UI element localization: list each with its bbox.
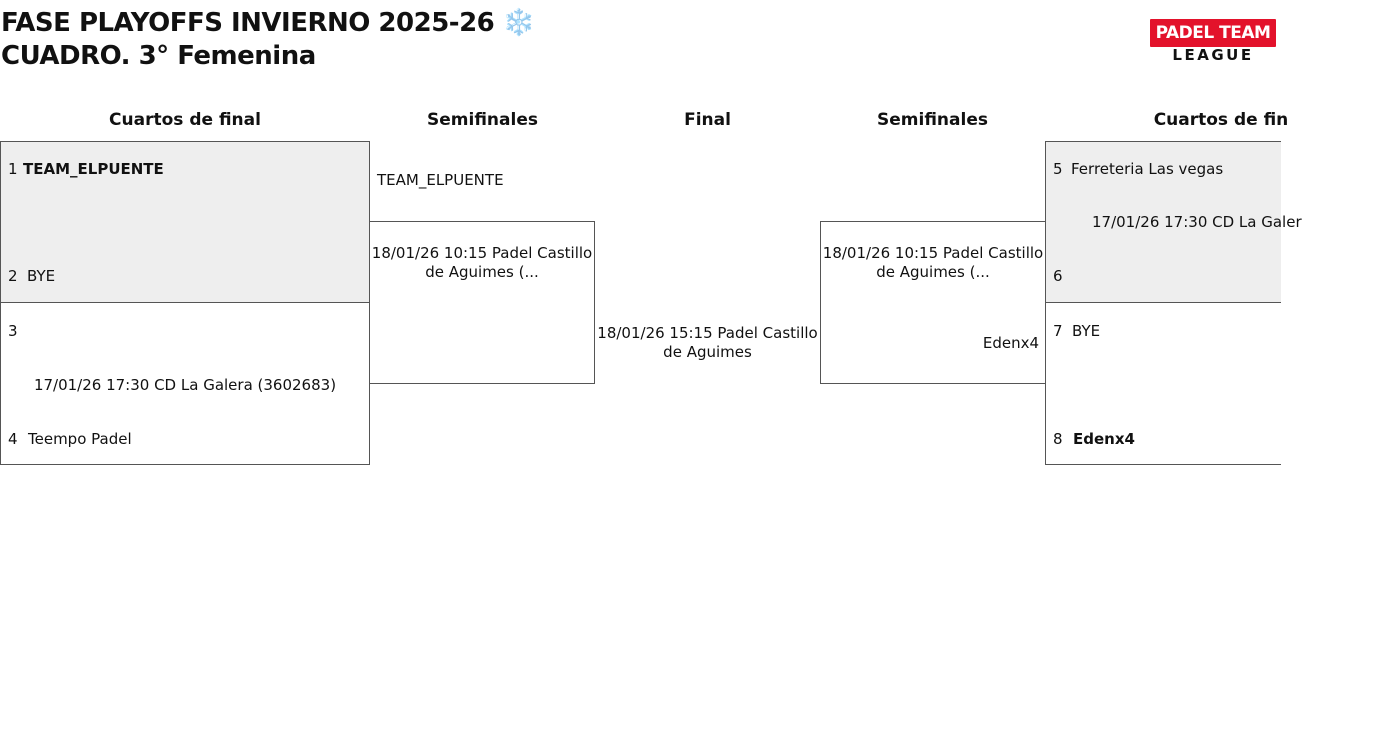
match-info: 17/01/26 17:30 CD La Galera (3602683): [33, 376, 337, 394]
match-info-line: 18/01/26 15:15 Padel Castillo: [597, 324, 818, 342]
seed-number: 1: [8, 160, 18, 178]
seed-number: 5: [1053, 160, 1063, 178]
col-header-right-quarters: Cuartos de fin: [1153, 110, 1289, 130]
match-info-line: 18/01/26 10:15 Padel Castillo: [822, 244, 1044, 262]
right-quarter-match-2[interactable]: 7 BYE 8 Edenx4: [1045, 302, 1281, 465]
left-semi-team-top[interactable]: TEAM_ELPUENTE: [377, 171, 504, 189]
col-header-right-semis: Semifinales: [877, 110, 988, 130]
page-title: FASE PLAYOFFS INVIERNO 2025-26 ❄️: [1, 8, 535, 38]
col-header-left-semis: Semifinales: [427, 110, 538, 130]
left-quarter-match-1[interactable]: 1 TEAM_ELPUENTE 2 BYE: [0, 141, 370, 303]
team-name[interactable]: Teempo Padel: [28, 430, 132, 448]
match-info: 17/01/26 17:30 CD La Galer: [1092, 213, 1302, 231]
logo-bottom-text: LEAGUE: [1172, 46, 1254, 64]
logo-top-text: PADEL TEAM: [1150, 19, 1276, 47]
seed-number: 6: [1053, 267, 1063, 285]
team-name[interactable]: Edenx4: [1073, 430, 1135, 448]
right-semi-team-bottom[interactable]: Edenx4: [982, 334, 1039, 352]
padel-team-league-logo: PADEL TEAM LEAGUE: [1150, 19, 1276, 63]
match-info-line: de Aguimes: [663, 343, 752, 361]
seed-number: 2: [8, 267, 18, 285]
seed-number: 3: [8, 322, 18, 340]
team-name[interactable]: BYE: [27, 267, 56, 285]
match-info: 18/01/26 10:15 Padel Castillo de Aguimes…: [821, 244, 1045, 282]
team-name[interactable]: TEAM_ELPUENTE: [23, 160, 164, 178]
match-info-line: 18/01/26 10:15 Padel Castillo: [371, 244, 593, 262]
left-semi-match[interactable]: 18/01/26 10:15 Padel Castillo de Aguimes…: [369, 221, 595, 384]
seed-number: 4: [8, 430, 18, 448]
right-semi-match[interactable]: 18/01/26 10:15 Padel Castillo de Aguimes…: [820, 221, 1046, 384]
match-info: 18/01/26 10:15 Padel Castillo de Aguimes…: [370, 244, 594, 282]
match-info-line: de Aguimes (...: [425, 263, 539, 281]
col-header-left-quarters: Cuartos de final: [109, 110, 261, 130]
final-match-info: 18/01/26 15:15 Padel Castillo de Aguimes: [595, 324, 820, 362]
seed-number: 8: [1053, 430, 1063, 448]
team-name[interactable]: BYE: [1072, 322, 1101, 340]
match-info-line: de Aguimes (...: [876, 263, 990, 281]
seed-number: 7: [1053, 322, 1063, 340]
col-header-final: Final: [684, 110, 731, 130]
right-quarter-match-1[interactable]: 5 Ferreteria Las vegas 17/01/26 17:30 CD…: [1045, 141, 1302, 303]
page-subtitle: CUADRO. 3° Femenina: [1, 41, 316, 71]
team-name[interactable]: Ferreteria Las vegas: [1071, 160, 1224, 178]
left-quarter-match-2[interactable]: 3 17/01/26 17:30 CD La Galera (3602683) …: [0, 302, 370, 465]
